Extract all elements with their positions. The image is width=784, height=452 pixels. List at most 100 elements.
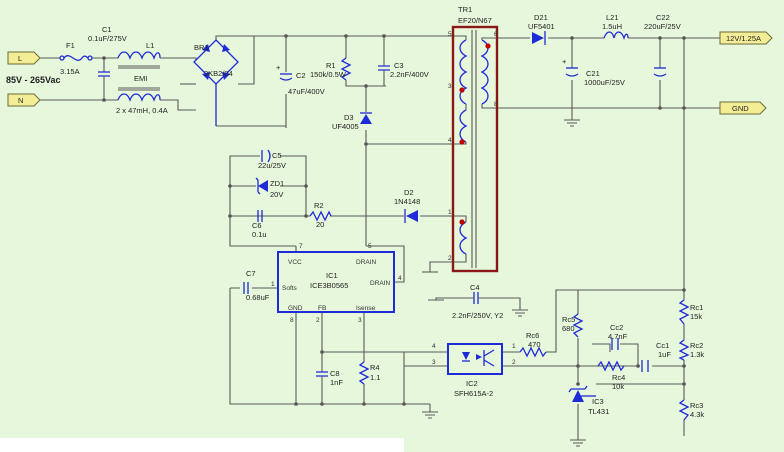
ic1-pin-num-drain-top: 5 xyxy=(368,243,372,250)
c6-ref: C6 xyxy=(252,221,262,230)
capacitor-c7: C7 0.68uF xyxy=(243,269,270,302)
resistor-r1: R1 150k/0.5W xyxy=(310,57,352,81)
r4-value: 1.1 xyxy=(370,373,380,382)
blank-strip xyxy=(0,438,404,452)
c7-value: 0.68uF xyxy=(246,293,270,302)
capacitor-c22: C22 220uF/25V xyxy=(644,13,681,77)
cc2-ref: Cc2 xyxy=(610,323,623,332)
terminal-n: N xyxy=(7,93,41,107)
c4-value: 2.2nF/250V, Y2 xyxy=(452,311,503,320)
ic1-pin-fb: FB xyxy=(318,305,326,312)
r2-ref: R2 xyxy=(314,201,324,210)
ic2-value: SFH615A-2 xyxy=(454,389,493,398)
c7-ref: C7 xyxy=(246,269,256,278)
resistor-rc4: Rc4 10k xyxy=(597,360,625,391)
ic1-ref: IC1 xyxy=(326,271,338,280)
l1-core-label: EMI xyxy=(134,74,147,83)
inductor-l21: L21 1.5uH xyxy=(602,13,629,40)
ic1-pin-num-gnd: 8 xyxy=(290,317,294,324)
ic1-pin-softs: Softs xyxy=(282,285,298,292)
d2-value: 1N4148 xyxy=(394,197,420,206)
c21-plus: + xyxy=(562,57,567,66)
ic1-pin-num-isense: 3 xyxy=(358,317,362,324)
rc2-ref: Rc2 xyxy=(690,341,703,350)
fuse-f1: F1 3.15A xyxy=(59,41,93,76)
ic1-pin-num-drain-side: 4 xyxy=(398,275,402,282)
tr1-pin-b: 6 xyxy=(494,31,498,38)
capacitor-c1: C1 0.1uF/275V xyxy=(88,25,127,86)
r4-ref: R4 xyxy=(370,363,380,372)
r1-ref: R1 xyxy=(326,61,336,70)
resistor-rc6: Rc6 470 xyxy=(519,331,547,358)
ground-primary xyxy=(422,271,438,419)
zd1-value: 20V xyxy=(270,190,283,199)
cc2-value: 4.7nF xyxy=(608,332,628,341)
rc4-value: 10k xyxy=(612,382,624,391)
cc1-value: 1uF xyxy=(658,350,671,359)
diode-d2: D2 1N4148 xyxy=(394,188,420,223)
r1-value: 150k/0.5W xyxy=(310,70,347,79)
tr1-pin-a: 5 xyxy=(448,31,452,38)
f1-ref: F1 xyxy=(66,41,75,50)
rc2-value: 1.3k xyxy=(690,350,704,359)
l21-ref: L21 xyxy=(606,13,619,22)
c21-value: 1000uF/25V xyxy=(584,78,625,87)
tr1-pin-c: 3 xyxy=(448,83,452,90)
c2-plus: + xyxy=(276,63,281,72)
terminal-vout: 12V/1.25A xyxy=(719,31,773,45)
capacitor-c21: + C21 1000uF/25V xyxy=(562,57,625,87)
ic3-ref: IC3 xyxy=(592,397,604,406)
ic1-pin-num-softs: 1 xyxy=(271,281,275,288)
ic2-pin-num-b: 3 xyxy=(432,359,436,366)
cc1-ref: Cc1 xyxy=(656,341,669,350)
ground-secondary xyxy=(570,439,586,447)
ic1-pin-drain-side: DRAIN xyxy=(370,280,391,287)
vout-label: 12V/1.25A xyxy=(726,34,761,43)
tr1-pin-f: 1 xyxy=(448,209,452,216)
c2-value: 47uF/400V xyxy=(288,87,325,96)
ic1-pin-num-fb: 2 xyxy=(316,317,320,324)
capacitor-c2: + C2 47uF/400V xyxy=(276,63,325,96)
ic1-pin-isense: Isense xyxy=(356,305,376,312)
choke-l1: L1 EMI 2 x 47mH, 0.4A xyxy=(116,41,168,115)
ic1-pin-drain-top: DRAIN xyxy=(356,259,377,266)
c3-value: 2.2nF/400V xyxy=(390,70,429,79)
f1-value: 3.15A xyxy=(60,67,80,76)
ic1-pin-gnd: GND xyxy=(288,305,303,312)
capacitor-c4: C4 2.2nF/250V, Y2 xyxy=(428,283,528,320)
rc3-value: 4.3k xyxy=(690,410,704,419)
tr1-ref: TR1 xyxy=(458,5,472,14)
gnd-label: GND xyxy=(732,104,749,113)
c22-ref: C22 xyxy=(656,13,670,22)
diode-d21: D21 UF5401 xyxy=(528,13,555,45)
c6-value: 0.1u xyxy=(252,230,267,239)
ic1-pin-vcc: VCC xyxy=(288,259,302,266)
resistor-rc2: Rc2 1.3k xyxy=(678,339,704,361)
rc6-ref: Rc6 xyxy=(526,331,539,340)
resistor-rc3: Rc3 4.3k xyxy=(678,399,704,421)
br1-value: 2KB2/04 xyxy=(204,69,233,78)
bridge-br1: BR1 2KB2/04 xyxy=(193,39,239,126)
ic1-value: ICE3B0565 xyxy=(310,281,348,290)
rc1-value: 15k xyxy=(690,312,702,321)
capacitor-c3: C3 2.2nF/400V xyxy=(378,61,429,79)
tr1-pin-e: 8 xyxy=(494,101,498,108)
ic2-pin-num-a: 4 xyxy=(432,343,436,350)
zd1-ref: ZD1 xyxy=(270,179,284,188)
rc6-value: 470 xyxy=(528,340,541,349)
capacitor-c6: C6 0.1u xyxy=(252,210,267,239)
d2-ref: D2 xyxy=(404,188,414,197)
tr1-pin-g: 2 xyxy=(448,255,452,262)
ground-c21 xyxy=(564,119,580,127)
rc5-value: 680 xyxy=(562,324,575,333)
l1-value: 2 x 47mH, 0.4A xyxy=(116,106,168,115)
tr1-pin-d: 4 xyxy=(448,137,452,144)
capacitor-cc1: Cc1 1uF xyxy=(641,341,671,372)
l21-value: 1.5uH xyxy=(602,22,622,31)
tr1-value: EF20/N67 xyxy=(458,16,492,25)
ic2-pin-num-c: 1 xyxy=(512,343,516,350)
c5-value: 22u/25V xyxy=(258,161,286,170)
terminal-n-label: N xyxy=(18,96,23,105)
c5-ref: C5 xyxy=(272,151,282,160)
transformer-tr1: TR1 EF20/N67 5 6 3 4 8 1 2 xyxy=(448,5,499,273)
